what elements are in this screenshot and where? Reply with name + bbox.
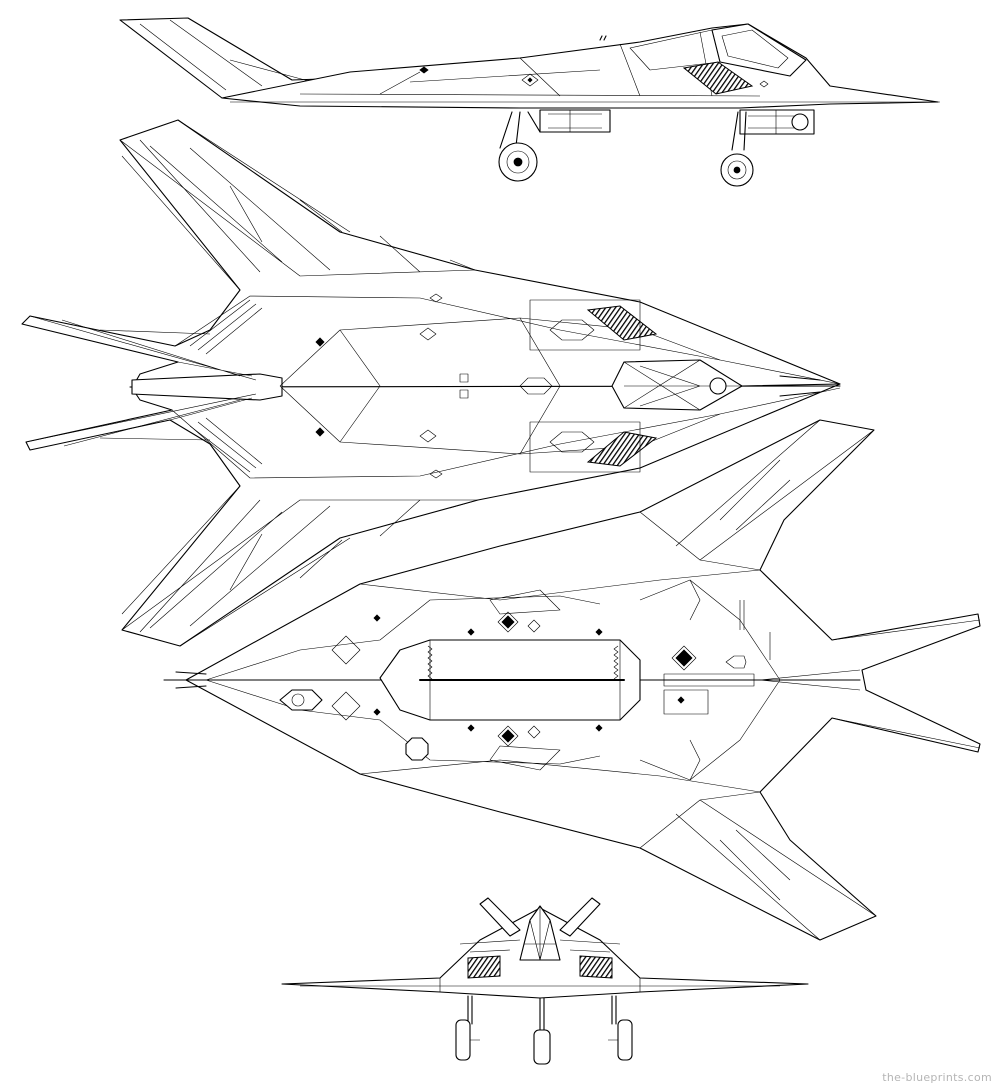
side-main-gear [498,109,611,182]
bottom-view [163,419,981,941]
side-canopy [711,23,807,77]
top-view [21,119,841,647]
watermark-text: the-blueprints.com [882,1071,992,1084]
side-intake-grille [682,61,754,95]
front-landing-gear [455,995,633,1065]
side-view [119,17,940,187]
side-nose-gear [720,109,815,187]
front-view [281,897,809,1065]
top-intake-grille-upper [586,305,658,341]
front-intake-left [467,955,501,979]
front-intake-right [579,955,613,979]
top-intake-grille-lower [586,431,658,467]
